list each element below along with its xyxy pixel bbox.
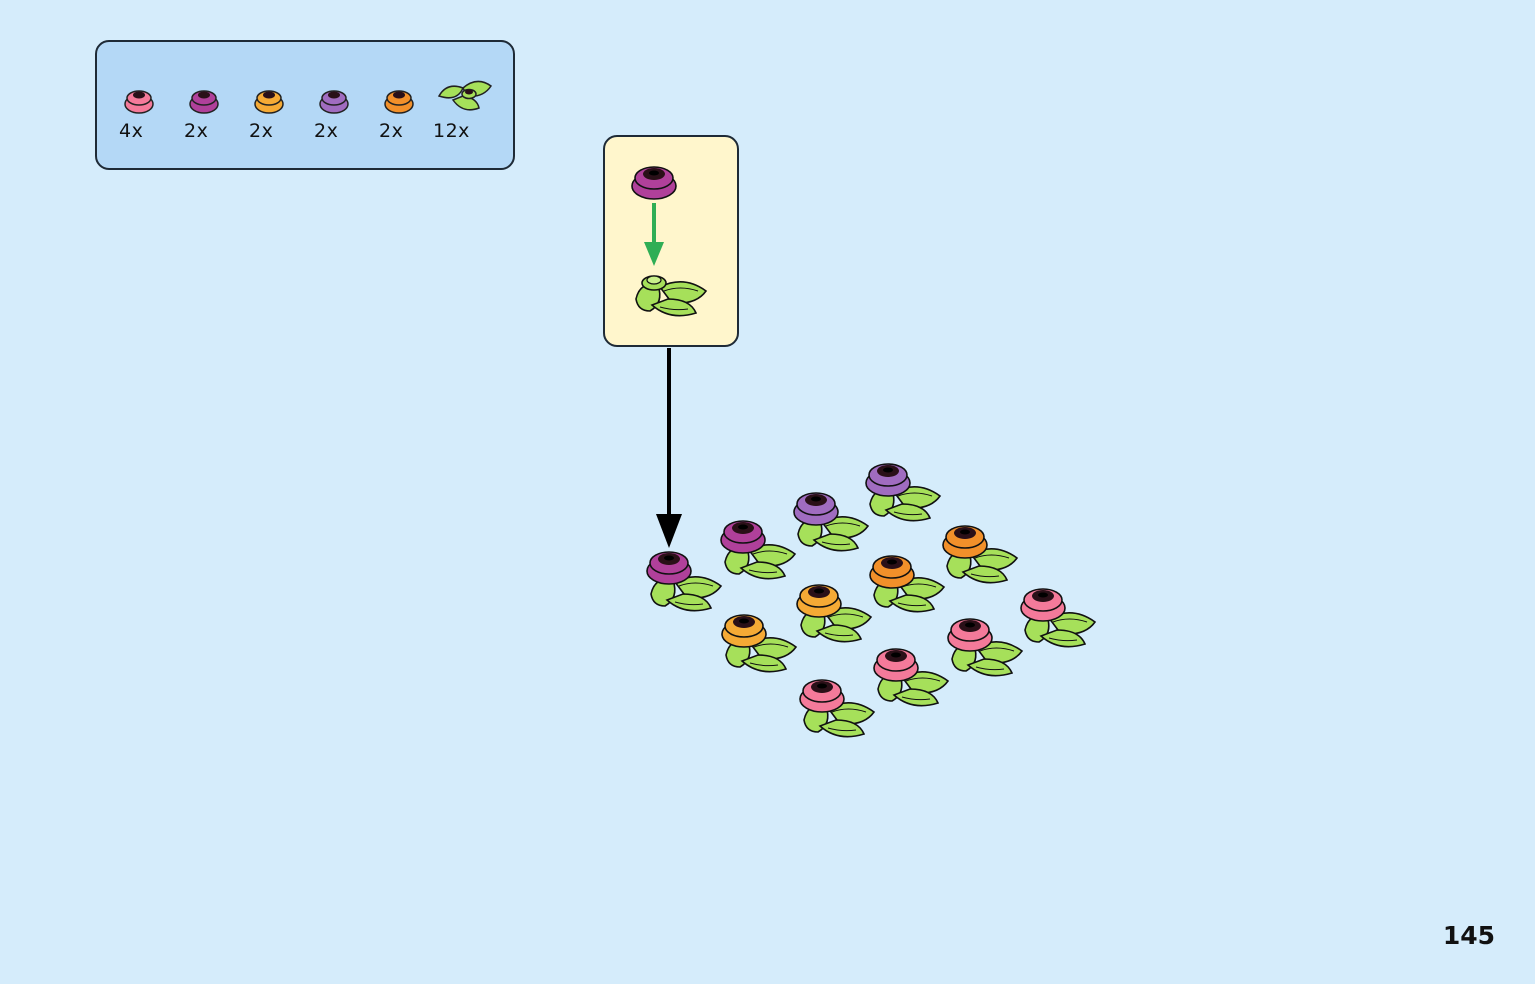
yellow-flower: [721, 614, 767, 648]
part-quantity: 12x: [433, 120, 470, 142]
subassembly-leaf-plate: [635, 275, 707, 317]
part-purple-flower: 2x: [314, 84, 378, 164]
purple-flower-icon: [319, 90, 349, 114]
part-magenta-flower: 2x: [184, 84, 248, 164]
part-quantity: 4x: [119, 120, 144, 142]
part-quantity: 2x: [379, 120, 404, 142]
part-yellow-flower: 2x: [249, 84, 313, 164]
leaf-plate-icon: [437, 80, 493, 111]
parts-list-callout: 4x 2x 2x 2x 2x: [95, 40, 515, 170]
part-quantity: 2x: [249, 120, 274, 142]
magenta-flower-piece: [631, 166, 677, 200]
pink-flower: [799, 679, 845, 713]
pink-flower: [947, 618, 993, 652]
orange-flower: [869, 555, 915, 589]
pink-flower: [1020, 588, 1066, 622]
pink-flower: [873, 648, 919, 682]
magenta-flower: [646, 551, 692, 585]
part-green-leaf: 12x: [433, 74, 497, 154]
part-quantity: 2x: [314, 120, 339, 142]
purple-flower: [793, 492, 839, 526]
part-quantity: 2x: [184, 120, 209, 142]
insert-arrow: [644, 203, 664, 266]
flower-bed-assembly: [646, 463, 1096, 738]
pink-flower-icon: [124, 90, 154, 114]
orange-flower: [942, 525, 988, 559]
magenta-flower-icon: [189, 90, 219, 114]
purple-flower: [865, 463, 911, 497]
placement-arrow: [656, 348, 682, 548]
part-pink-flower: 4x: [119, 84, 183, 164]
orange-flower-icon: [384, 90, 414, 114]
magenta-flower: [720, 520, 766, 554]
subassembly-flower: [631, 166, 677, 200]
yellow-flower-icon: [254, 90, 284, 114]
part-orange-flower: 2x: [379, 84, 443, 164]
yellow-flower: [796, 584, 842, 618]
page-number: 145: [1442, 921, 1495, 950]
